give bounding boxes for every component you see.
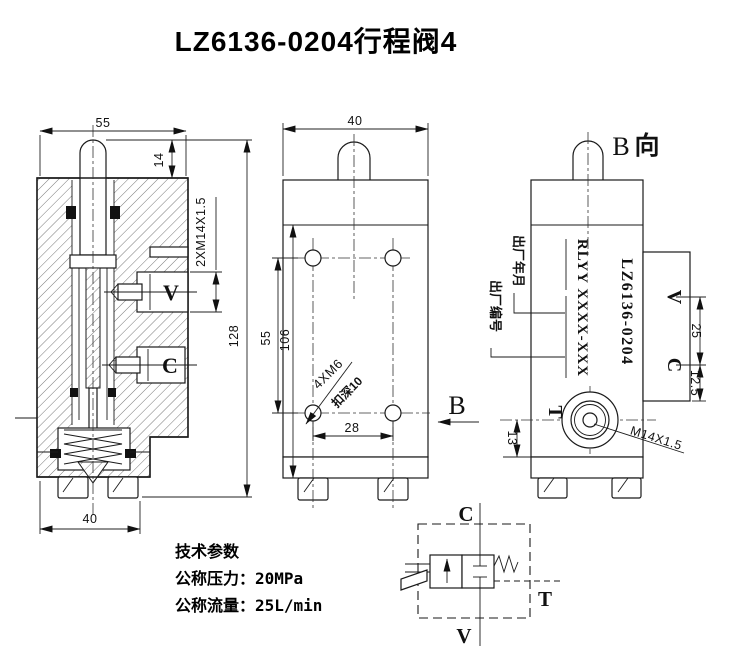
dim-width-top: 55 (96, 116, 111, 130)
mounting-foot (107, 476, 139, 499)
valve-body-front (282, 179, 429, 458)
section-arrow-label: B (448, 391, 465, 420)
mounting-foot (537, 477, 568, 499)
symbol-port-t: T (538, 587, 552, 611)
symbol-port-c: C (458, 502, 473, 526)
front-view: 40 55 106 28 4XM6 扣深10 B (259, 114, 479, 510)
dim-port-thread: 2XM14X1.5 (194, 197, 208, 267)
mounting-hole (304, 249, 322, 267)
dim-plunger-height: 14 (152, 153, 166, 168)
view-label-suffix: 向 (634, 131, 659, 160)
symbol-enclosure (417, 523, 531, 619)
mounting-foot (611, 477, 642, 499)
dim-port-spacing: 25 (689, 324, 703, 339)
tech-params-pressure: 公称压力：20MPa (175, 569, 304, 588)
seal-oring (125, 449, 136, 458)
port-t-label: T (544, 405, 566, 419)
roller-actuator (400, 563, 430, 591)
section-arrow-b: B (437, 391, 479, 426)
left-section-view: 55 14 2XM14X1.5 128 40 V C (15, 116, 252, 534)
stamp-model: LZ6136-0204 (618, 258, 635, 365)
tech-params-flow: 公称流量：25L/min (175, 596, 323, 615)
dim-port-offset: 12.5 (688, 370, 702, 396)
port-v-label: V (163, 280, 179, 305)
b-direction-view: M14X1.5 RLYY XXXX-XXX LZ6136-0204 出厂年月 出… (488, 131, 706, 499)
port-face-boss (642, 251, 691, 402)
mounting-hole (384, 404, 402, 422)
spring-symbol (493, 554, 519, 574)
dim-total-height: 128 (227, 325, 241, 347)
dim-t-offset: 13 (505, 431, 519, 446)
dim-width-bottom: 40 (83, 512, 98, 526)
b-view-title: B 向 (612, 131, 659, 161)
dim-front-width: 40 (348, 114, 363, 128)
symbol-port-v: V (456, 624, 471, 646)
seal-oring (110, 206, 120, 219)
t-port-hole (582, 412, 598, 428)
stamp-serial-line: RLYY XXXX-XXX (574, 239, 590, 377)
seal-oring (50, 449, 61, 458)
port-v-label: V (663, 290, 685, 305)
callout-mfg-date: 出厂年月 (511, 235, 526, 287)
dim-mount-height: 106 (278, 329, 292, 351)
drawing-title: LZ6136-0204行程阀4 (174, 26, 458, 57)
tech-params: 技术参数 公称压力：20MPa 公称流量：25L/min (175, 538, 322, 619)
port-c-label: C (162, 353, 178, 378)
hydraulic-symbol: C V T (400, 502, 561, 646)
plunger-stem (85, 267, 101, 389)
left-view-dimensions: 55 14 2XM14X1.5 128 40 (39, 116, 252, 534)
mounting-foot (57, 476, 89, 499)
seal-oring (108, 388, 116, 397)
b-view-dimensions: 25 12.5 13 (503, 296, 706, 458)
valve-position-right (461, 554, 495, 589)
port-c-label: C (663, 358, 685, 372)
seal-oring (66, 206, 76, 219)
tech-params-heading: 技术参数 (175, 542, 240, 561)
dim-hole-row-spacing: 55 (259, 331, 273, 346)
callout-mfg-serial: 出厂编号 (488, 280, 503, 332)
valve-position-left (429, 554, 463, 589)
dim-hole-spacing: 28 (345, 421, 360, 435)
view-label-letter: B (612, 132, 629, 161)
mounting-hole (384, 249, 402, 267)
seal-oring (70, 388, 78, 397)
